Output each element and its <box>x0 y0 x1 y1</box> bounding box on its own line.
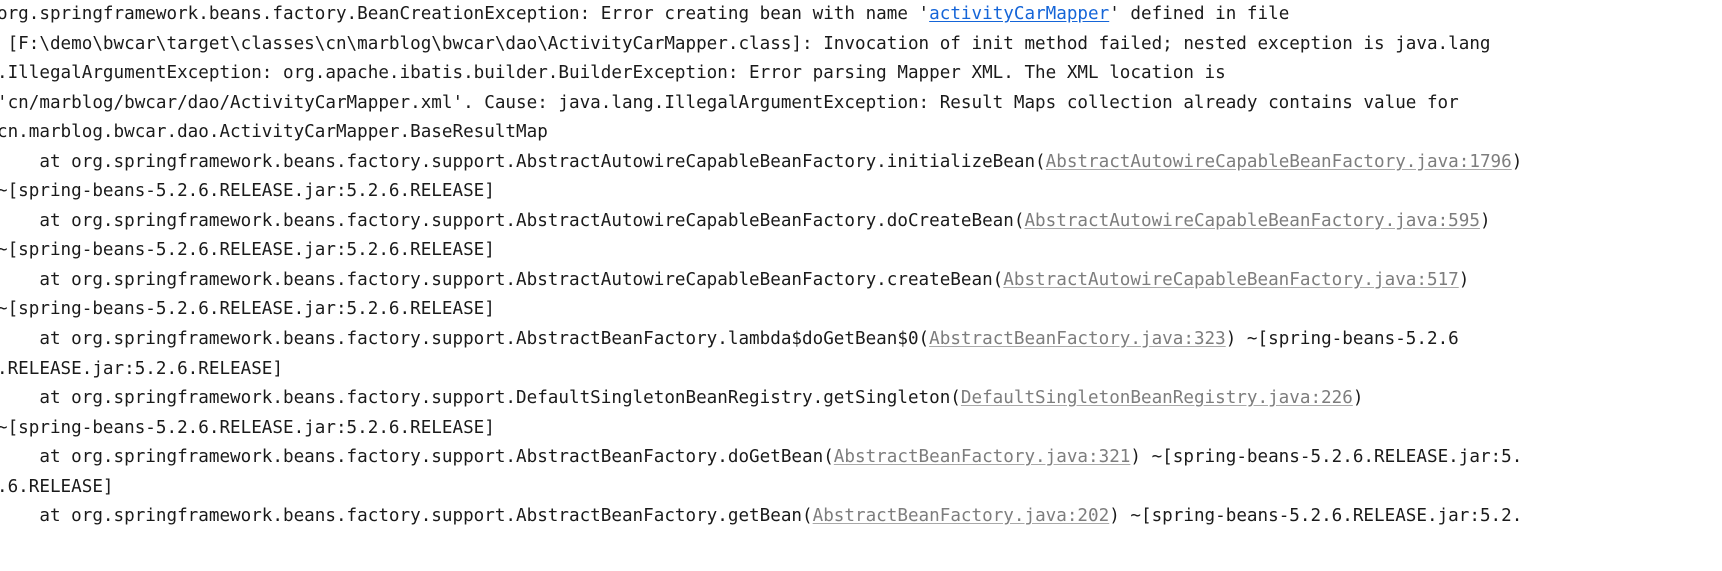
log-line: [F:\demo\bwcar\target\classes\cn\marblog… <box>0 30 1722 60</box>
bean-name-link[interactable]: activityCarMapper <box>929 4 1110 24</box>
log-line: at org.springframework.beans.factory.sup… <box>0 502 1722 532</box>
log-line: .6.RELEASE] <box>0 473 1722 503</box>
log-line: at org.springframework.beans.factory.sup… <box>0 207 1722 237</box>
source-location-link[interactable]: AbstractBeanFactory.java:202 <box>812 506 1110 527</box>
log-line: .IllegalArgumentException: org.apache.ib… <box>0 59 1722 89</box>
log-text: ~[spring-beans-5.2.6.RELEASE.jar:5.2.6.R… <box>0 417 495 438</box>
log-line: ~[spring-beans-5.2.6.RELEASE.jar:5.2.6.R… <box>0 177 1722 207</box>
log-line: at org.springframework.beans.factory.sup… <box>0 443 1722 473</box>
log-text: .RELEASE.jar:5.2.6.RELEASE] <box>0 358 283 379</box>
log-line: ~[spring-beans-5.2.6.RELEASE.jar:5.2.6.R… <box>0 414 1722 444</box>
log-text: cn.marblog.bwcar.dao.ActivityCarMapper.B… <box>0 122 548 143</box>
log-text: at org.springframework.beans.factory.sup… <box>0 269 1004 290</box>
log-text: ) ~[spring-beans-5.2.6.RELEASE.jar:5.2. <box>1109 506 1523 527</box>
source-location-link[interactable]: AbstractAutowireCapableBeanFactory.java:… <box>1003 269 1459 290</box>
log-text: .IllegalArgumentException: org.apache.ib… <box>0 63 1226 84</box>
log-line: org.springframework.beans.factory.BeanCr… <box>0 0 1722 30</box>
log-line: at org.springframework.beans.factory.sup… <box>0 384 1722 414</box>
log-text: ) <box>1458 269 1470 290</box>
log-text: .6.RELEASE] <box>0 476 114 497</box>
log-line: at org.springframework.beans.factory.sup… <box>0 325 1722 355</box>
source-location-link[interactable]: AbstractBeanFactory.java:323 <box>929 329 1226 350</box>
log-text: ) <box>1352 388 1364 409</box>
source-location-link[interactable]: DefaultSingletonBeanRegistry.java:226 <box>960 388 1353 409</box>
log-line: ~[spring-beans-5.2.6.RELEASE.jar:5.2.6.R… <box>0 236 1722 266</box>
log-line: at org.springframework.beans.factory.sup… <box>0 266 1722 296</box>
log-text: 'cn/marblog/bwcar/dao/ActivityCarMapper.… <box>0 92 1459 113</box>
log-text: at org.springframework.beans.factory.sup… <box>0 329 930 350</box>
log-text: [F:\demo\bwcar\target\classes\cn\marblog… <box>0 33 1491 54</box>
log-line: 'cn/marblog/bwcar/dao/ActivityCarMapper.… <box>0 89 1722 119</box>
source-location-link[interactable]: AbstractBeanFactory.java:321 <box>833 447 1131 468</box>
log-text: ) ~[spring-beans-5.2.6.RELEASE.jar:5. <box>1130 447 1523 468</box>
source-location-link[interactable]: AbstractAutowireCapableBeanFactory.java:… <box>1045 151 1512 172</box>
log-text: at org.springframework.beans.factory.sup… <box>0 388 961 409</box>
log-text: org.springframework.beans.factory.BeanCr… <box>0 4 930 24</box>
log-text: ~[spring-beans-5.2.6.RELEASE.jar:5.2.6.R… <box>0 240 495 261</box>
log-text: ~[spring-beans-5.2.6.RELEASE.jar:5.2.6.R… <box>0 299 495 320</box>
log-text: ~[spring-beans-5.2.6.RELEASE.jar:5.2.6.R… <box>0 181 495 202</box>
log-line: cn.marblog.bwcar.dao.ActivityCarMapper.B… <box>0 118 1722 148</box>
log-text: ' defined in file <box>1109 4 1290 24</box>
log-line: at org.springframework.beans.factory.sup… <box>0 148 1722 178</box>
log-text: ) ~[spring-beans-5.2.6 <box>1225 329 1459 350</box>
log-text: at org.springframework.beans.factory.sup… <box>0 447 834 468</box>
log-text: at org.springframework.beans.factory.sup… <box>0 151 1046 172</box>
log-text: ) <box>1479 210 1491 231</box>
source-location-link[interactable]: AbstractAutowireCapableBeanFactory.java:… <box>1024 210 1480 231</box>
log-text: at org.springframework.beans.factory.sup… <box>0 210 1025 231</box>
log-text: ) <box>1511 151 1523 172</box>
log-line: .RELEASE.jar:5.2.6.RELEASE] <box>0 355 1722 385</box>
log-text: at org.springframework.beans.factory.sup… <box>0 506 813 527</box>
log-line: ~[spring-beans-5.2.6.RELEASE.jar:5.2.6.R… <box>0 295 1722 325</box>
